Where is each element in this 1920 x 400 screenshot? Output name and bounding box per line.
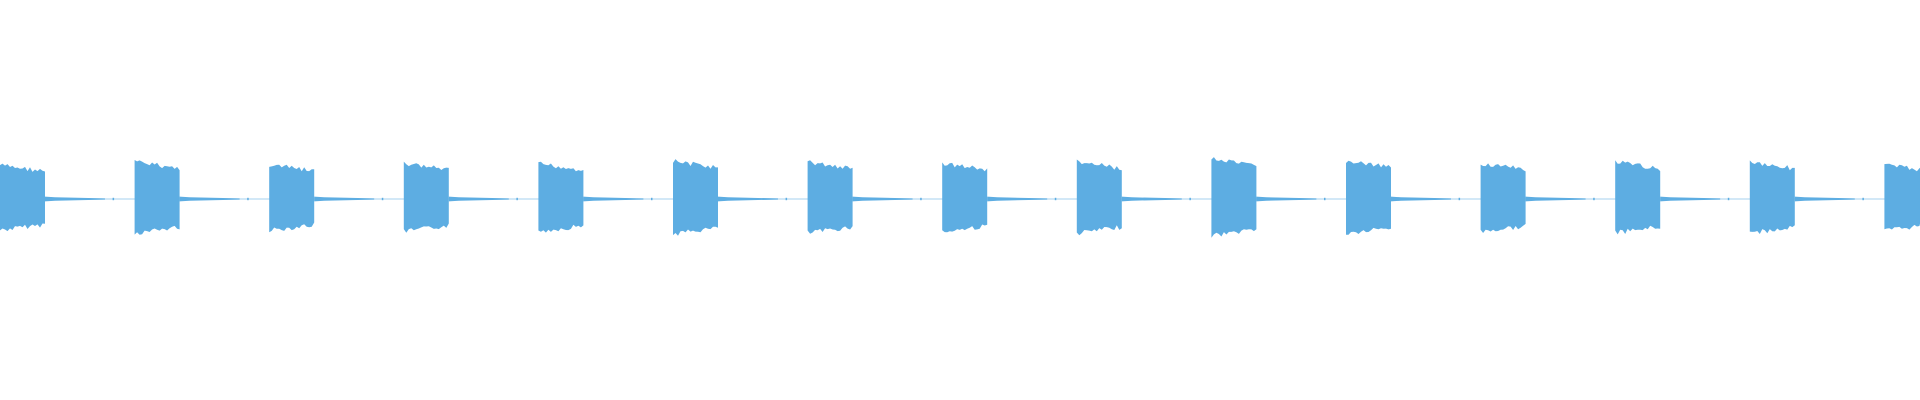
waveform-pulse bbox=[269, 164, 315, 233]
waveform-pulse bbox=[673, 159, 718, 236]
waveform-pulse bbox=[1346, 160, 1391, 235]
waveform-pulse bbox=[1480, 163, 1526, 233]
waveform-pulse-tail bbox=[718, 196, 778, 202]
waveform-blip bbox=[381, 197, 384, 201]
waveform-pulse-tail bbox=[1660, 196, 1721, 202]
waveform-pulse-tail bbox=[987, 196, 1048, 202]
waveform-pulse-tail bbox=[1391, 196, 1451, 202]
waveform-pulse-tail bbox=[179, 196, 240, 202]
waveform-pulses bbox=[0, 157, 1920, 238]
waveform-pulse bbox=[1884, 163, 1920, 230]
waveform-pulse-tail bbox=[45, 196, 105, 202]
waveform-pulse-tail bbox=[852, 196, 913, 202]
waveform-blip bbox=[112, 197, 115, 201]
waveform-pulse bbox=[538, 161, 584, 233]
waveform-pulse-tail bbox=[448, 196, 509, 202]
waveform-blip bbox=[1727, 197, 1730, 201]
waveform-blip bbox=[1593, 197, 1595, 201]
waveform-pulse-tail bbox=[1794, 196, 1855, 202]
waveform-blip bbox=[1054, 197, 1057, 201]
waveform-blip bbox=[1189, 197, 1191, 201]
waveform-pulse bbox=[1076, 159, 1122, 236]
waveform-blip bbox=[785, 197, 788, 201]
waveform-pulse bbox=[1749, 160, 1795, 234]
waveform-pulse bbox=[0, 163, 45, 232]
waveform-pulse bbox=[942, 162, 988, 233]
waveform-blip bbox=[516, 197, 518, 201]
waveform-blip bbox=[920, 197, 922, 201]
waveform-pulse bbox=[1615, 160, 1661, 235]
waveform-pulse-tail bbox=[1525, 196, 1586, 202]
waveform-pulse-tail bbox=[1256, 196, 1317, 202]
waveform-blip bbox=[1324, 197, 1326, 201]
waveform-pulse-tail bbox=[314, 196, 375, 202]
waveform-blip bbox=[1458, 197, 1461, 201]
waveform-pulse bbox=[1211, 157, 1257, 238]
waveform-pulse-tail bbox=[583, 196, 644, 202]
waveform-pulse bbox=[403, 161, 449, 233]
waveform-pulse bbox=[134, 160, 180, 235]
waveform-blip bbox=[651, 197, 653, 201]
waveform-pulse-tail bbox=[1121, 196, 1182, 202]
waveform-blip bbox=[1862, 197, 1864, 201]
waveform-pulse bbox=[807, 160, 853, 234]
waveform-blip bbox=[247, 197, 249, 201]
